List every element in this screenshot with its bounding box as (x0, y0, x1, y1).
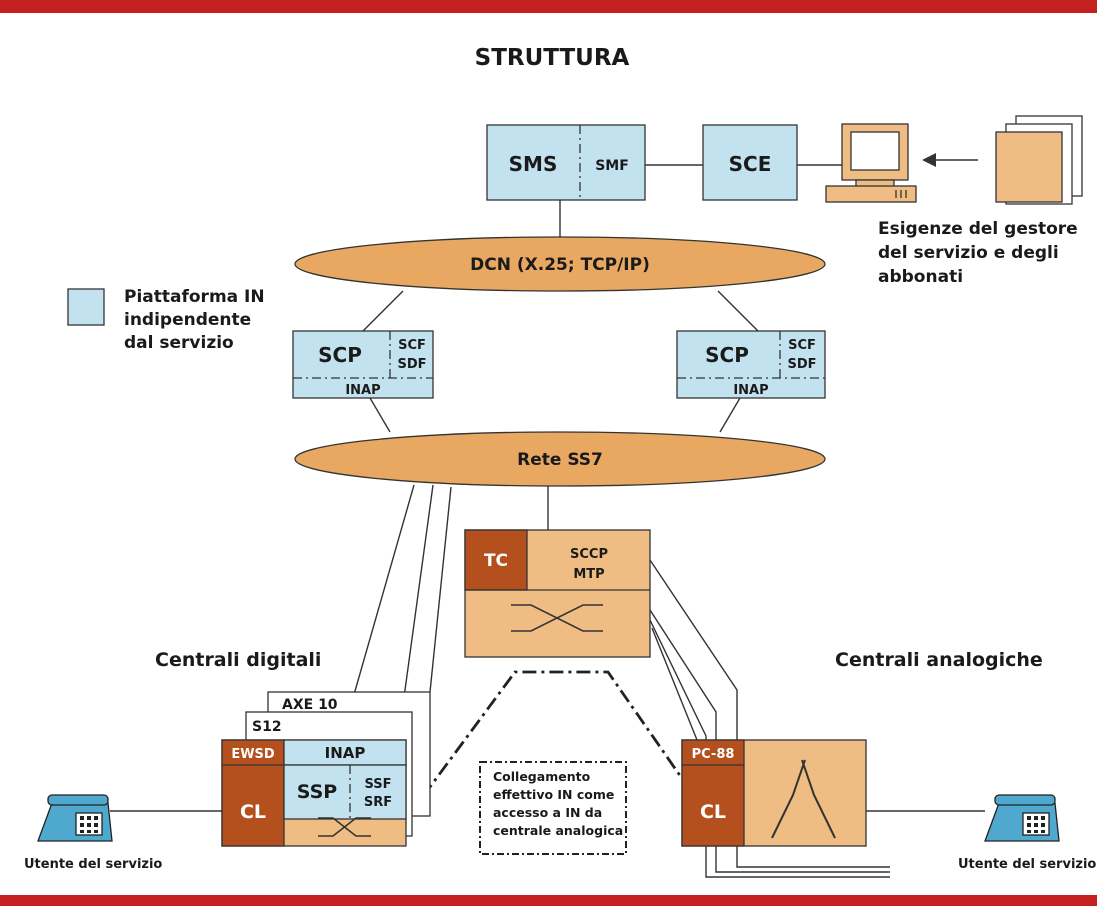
scp-label: SCP (705, 343, 749, 367)
ewsd-label: EWSD (231, 747, 275, 762)
cl-label: CL (240, 801, 266, 823)
axe10-label: AXE 10 (282, 697, 338, 713)
bottom-border-bar (0, 895, 1097, 906)
s12-label: S12 (252, 719, 282, 735)
analog-heading: Centrali analogiche (835, 649, 1043, 671)
sdf-label: SDF (397, 357, 426, 372)
digital-heading: Centrali digitali (155, 649, 321, 671)
note-line: accesso a IN da (493, 805, 602, 820)
sms-label: SMS (509, 152, 558, 176)
inap-label: INAP (325, 744, 366, 762)
dcn-network[interactable]: DCN (X.25; TCP/IP) (294, 236, 826, 292)
sdf-label: SDF (787, 357, 816, 372)
ssp-block (283, 764, 407, 820)
ss7-network[interactable]: Rete SS7 (294, 431, 826, 487)
scp-label: SCP (318, 343, 362, 367)
note-line: centrale analogica (493, 823, 623, 838)
user-label-right: Utente del servizio (958, 857, 1096, 872)
legend-swatch (67, 288, 105, 326)
note-box: Collegamento effettivo IN come accesso a… (479, 761, 627, 855)
diagram-title: STRUTTURA (475, 45, 630, 71)
scf-label: SCF (398, 338, 426, 353)
dcn-label: DCN (X.25; TCP/IP) (470, 255, 650, 275)
top-border-bar (0, 0, 1097, 13)
inap-label: INAP (733, 383, 768, 398)
ewsd-exchange[interactable]: EWSD INAP SSP SSF SRF CL (221, 739, 407, 847)
computer-terminal-icon (825, 123, 917, 203)
switch-matrix-icon (318, 817, 371, 837)
inap-label: INAP (345, 383, 380, 398)
documents-stack-icon (995, 115, 1083, 205)
virtual-in-link (405, 670, 692, 819)
svg-text:Collegamento effettivo I: Collegamento effettivo IN come accesso a… (493, 769, 623, 838)
smf-label: SMF (595, 158, 629, 174)
sms-node[interactable]: SMS SMF (486, 124, 646, 201)
pc88-block (681, 739, 745, 847)
ss7-label: Rete SS7 (517, 450, 603, 470)
sce-node[interactable]: SCE (702, 124, 798, 201)
sccp-label: SCCP (570, 547, 608, 562)
legend-line: Piattaforma IN (124, 287, 265, 307)
ssp-label: SSP (297, 781, 338, 803)
switch-matrix-icon (771, 759, 836, 839)
mtp-label: MTP (573, 567, 604, 582)
user-label-left: Utente del servizio (24, 857, 162, 872)
note-line: effettivo IN come (493, 787, 614, 802)
svg-text:Piattaforma IN indipende: Piattaforma IN indipendente dal servizio (124, 287, 271, 353)
scf-label: SCF (788, 338, 816, 353)
legend-line: dal servizio (124, 333, 234, 353)
arrow-head-icon (922, 153, 936, 167)
scp-left-node[interactable]: SCP SCF SDF INAP (292, 330, 434, 399)
legend-line: indipendente (124, 310, 251, 330)
sce-label: SCE (729, 152, 772, 176)
pc88-label: PC-88 (692, 747, 735, 762)
transit-exchange-node[interactable]: TC SCCP MTP (464, 529, 651, 658)
switch-matrix-icon (511, 604, 603, 632)
scp-right-node[interactable]: SCP SCF SDF INAP (676, 330, 826, 399)
telephone-icon (37, 794, 113, 842)
cl-label: CL (700, 801, 726, 823)
pc88-exchange[interactable]: PC-88 CL (681, 739, 867, 847)
requirements-text: Esigenze del gestore del servizio e degl… (878, 219, 1084, 287)
ssf-label: SSF (364, 777, 391, 792)
telephone-icon (984, 794, 1060, 842)
tc-label: TC (484, 551, 508, 571)
legend: Piattaforma IN indipendente dal servizio (67, 287, 271, 353)
inap-block (283, 739, 407, 766)
note-line: Collegamento (493, 769, 591, 784)
tc-block (464, 529, 528, 591)
srf-label: SRF (364, 795, 392, 810)
